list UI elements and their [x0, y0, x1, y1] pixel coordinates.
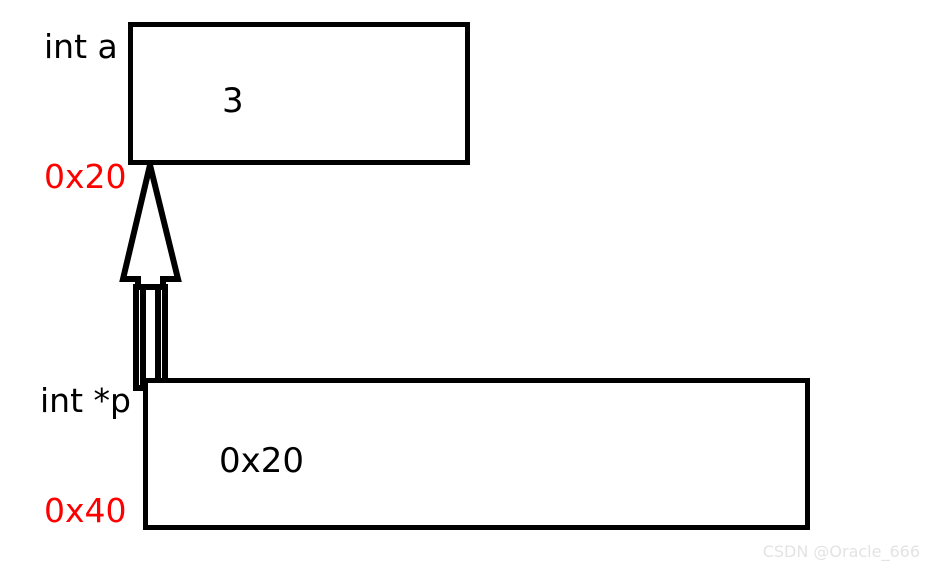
points-to-arrow: [118, 160, 194, 392]
memory-box-int-a: [128, 22, 470, 165]
variable-label-int-a: int a: [44, 27, 118, 66]
variable-label-int-ptr-p: int *p: [40, 381, 131, 420]
address-label-int-a: 0x20: [44, 157, 127, 196]
memory-value-int-ptr-p: 0x20: [219, 441, 305, 481]
address-label-int-ptr-p: 0x40: [44, 491, 127, 530]
memory-value-int-a: 3: [222, 81, 244, 121]
watermark: CSDN @Oracle_666: [762, 542, 920, 561]
arrow-outline: [119, 164, 182, 391]
points-to-arrow-shape: [119, 164, 182, 391]
memory-box-int-ptr-p: [143, 378, 810, 530]
